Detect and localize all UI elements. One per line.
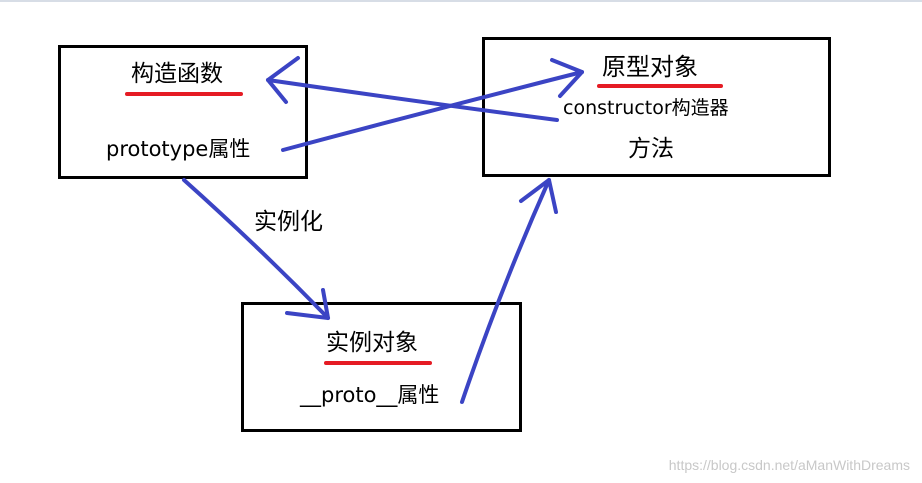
prototype-object-title-underline	[597, 84, 723, 88]
proto-attribute-label: __proto__属性	[300, 383, 440, 407]
constructor-attribute-label: constructor构造器	[563, 97, 729, 119]
constructor-title-underline	[125, 92, 243, 96]
constructor-box	[58, 45, 308, 179]
arrow-constructor-to-function-head	[266, 56, 300, 104]
arrow-instantiate-head	[285, 288, 330, 320]
methods-label: 方法	[628, 136, 674, 162]
arrow-proto-to-object-head	[519, 178, 558, 214]
top-border-line	[0, 0, 922, 2]
arrow-constructor-to-function	[266, 78, 559, 122]
instance-object-title-underline	[324, 361, 432, 365]
arrow-proto-to-object	[460, 178, 551, 404]
prototype-object-box	[482, 37, 831, 177]
prototype-object-title: 原型对象	[602, 53, 698, 81]
constructor-title: 构造函数	[131, 61, 223, 87]
prototype-attribute-label: prototype属性	[106, 137, 251, 161]
instance-object-title: 实例对象	[326, 330, 418, 356]
arrow-instantiate	[182, 178, 330, 320]
arrow-prototype-to-object	[281, 70, 584, 152]
instantiate-label: 实例化	[254, 209, 323, 235]
arrow-prototype-to-object-head	[550, 58, 584, 98]
watermark-url: https://blog.csdn.net/aManWithDreams	[668, 457, 910, 473]
